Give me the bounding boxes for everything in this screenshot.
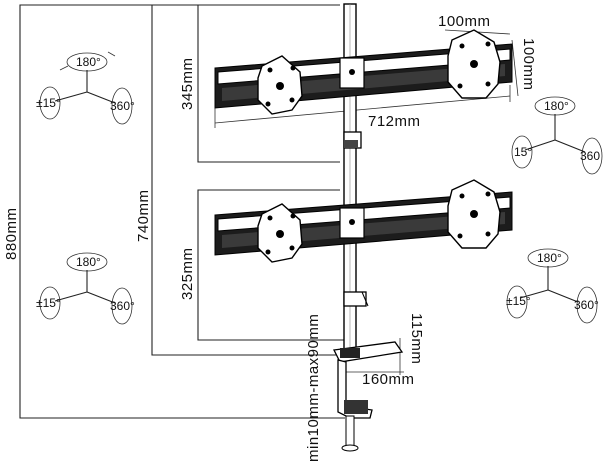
- dim-clamp-depth: 160mm: [362, 371, 415, 388]
- vesa-plate-upper-left: [257, 55, 303, 115]
- dim-lower-arm-span: 325mm: [179, 247, 196, 300]
- upper-crossbar: [214, 29, 513, 115]
- vesa-plate-lower-right: [447, 179, 501, 249]
- dim-pole-to-bottom-arm: 740mm: [135, 189, 152, 242]
- lower-crossbar: [214, 179, 513, 263]
- dim-arm-width: 712mm: [368, 113, 421, 130]
- tilt-label: 15°: [514, 145, 532, 159]
- rotation-glyph-upper-right: 180° 15° 360: [511, 96, 603, 175]
- rotate-label: 180°: [537, 251, 562, 265]
- dim-vesa-vertical: 100mm: [520, 38, 537, 91]
- swivel-label: 360°: [110, 299, 135, 313]
- rotation-glyph-lower-right: 180° ±15° 360°: [506, 248, 599, 324]
- desk-clamp: [333, 341, 404, 452]
- dim-upper-arm-span: 345mm: [179, 57, 196, 110]
- dim-desk-thickness: min10mm-max90mm: [305, 314, 322, 462]
- dim-vesa-horizontal: 100mm: [438, 13, 491, 30]
- rotation-glyph-mid-left: 180° ±15° 360°: [36, 252, 135, 325]
- swivel-label: 360°: [574, 298, 599, 312]
- rotate-label: 180°: [544, 99, 569, 113]
- tilt-label: ±15°: [36, 96, 61, 110]
- vesa-plate-lower-left: [257, 203, 303, 263]
- dimension-frame-lines: [19, 4, 519, 419]
- vesa-plate-upper-right: [447, 29, 501, 99]
- rotate-label: 180°: [76, 55, 101, 69]
- rotate-label: 180°: [76, 255, 101, 269]
- swivel-label: 360: [580, 149, 600, 163]
- tilt-label: ±15°: [36, 296, 61, 310]
- rotation-glyph-upper-left: 180° ±15° 360°: [36, 51, 135, 125]
- tilt-label: ±15°: [506, 294, 531, 308]
- dim-clamp-height: 115mm: [408, 313, 425, 364]
- swivel-label: 360°: [110, 99, 135, 113]
- dim-total-height: 880mm: [3, 207, 20, 260]
